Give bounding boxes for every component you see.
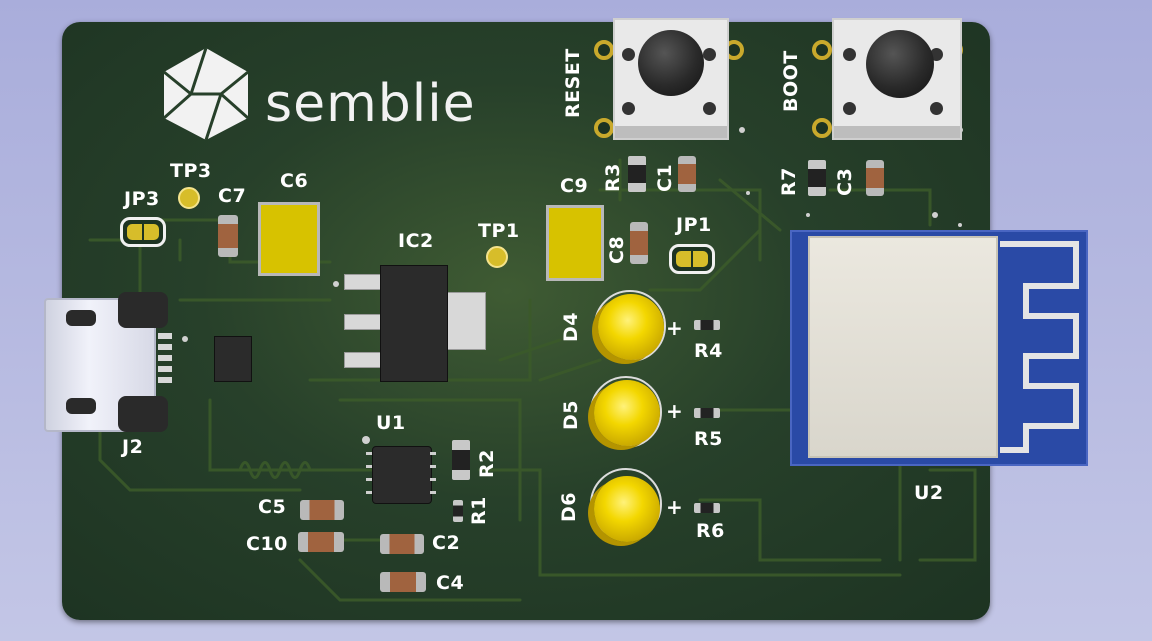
led-d5	[594, 380, 660, 446]
label-d6: D6	[558, 492, 580, 522]
resistor-r1	[453, 500, 463, 522]
button-pin	[622, 48, 635, 61]
label-r6: R6	[696, 520, 725, 542]
button-pin	[703, 48, 716, 61]
label-jp1: JP1	[676, 214, 712, 236]
usb-pins	[158, 333, 172, 385]
polarity-plus: +	[666, 495, 683, 519]
label-tp1: TP1	[478, 220, 520, 242]
capacitor-c8	[630, 222, 648, 264]
capacitor-c6	[258, 202, 320, 276]
regulator-ic2	[380, 265, 448, 382]
pad	[812, 118, 832, 138]
esd-protection-chip	[214, 336, 252, 382]
button-pin	[622, 102, 635, 115]
label-jp3: JP3	[124, 188, 160, 210]
boot-button-body[interactable]	[832, 18, 962, 140]
led-ring	[594, 290, 666, 362]
pad	[594, 40, 614, 60]
capacitor-c2	[380, 534, 424, 554]
capacitor-c10	[298, 532, 344, 552]
label-r3: R3	[602, 163, 624, 192]
label-ic2: IC2	[398, 230, 434, 252]
label-d4: D4	[560, 312, 582, 342]
resistor-r5	[694, 408, 720, 418]
label-c7: C7	[218, 185, 247, 207]
capacitor-c7	[218, 215, 238, 257]
button-pin	[703, 102, 716, 115]
brand-logo-text: semblie	[265, 74, 476, 134]
u1-pins	[366, 446, 436, 502]
capacitor-c4	[380, 572, 426, 592]
label-j2: J2	[122, 436, 144, 458]
label-d5: D5	[560, 400, 582, 430]
label-u1: U1	[376, 412, 406, 434]
capacitor-c3	[866, 160, 884, 196]
polarity-plus: +	[666, 316, 683, 340]
usb-hole	[66, 310, 96, 326]
label-r4: R4	[694, 340, 723, 362]
module-shield	[808, 236, 998, 458]
usb-mount-tab	[118, 292, 168, 328]
capacitor-c5	[300, 500, 344, 520]
capacitor-c9	[546, 205, 604, 281]
label-c3: C3	[834, 167, 856, 196]
polarity-plus: +	[666, 399, 683, 423]
led-d6	[594, 476, 660, 542]
button-pin	[843, 102, 856, 115]
led-ring	[590, 376, 662, 448]
resistor-r2	[452, 440, 470, 480]
label-c10: C10	[246, 533, 288, 555]
jumper-jp1	[669, 244, 715, 274]
label-u2: U2	[914, 482, 944, 504]
resistor-r7	[808, 160, 826, 196]
label-c5: C5	[258, 496, 287, 518]
label-r5: R5	[694, 428, 723, 450]
label-r1: R1	[468, 496, 490, 525]
label-c6: C6	[280, 170, 309, 192]
label-r2: R2	[476, 449, 498, 478]
boot-button[interactable]	[866, 30, 934, 98]
resistor-r3	[628, 156, 646, 192]
jumper-jp3	[120, 217, 166, 247]
antenna-icon	[1000, 241, 1079, 453]
button-pin	[930, 102, 943, 115]
semblie-logo-icon	[163, 47, 249, 141]
button-pin	[843, 48, 856, 61]
label-c4: C4	[436, 572, 465, 594]
pad	[812, 40, 832, 60]
usb-mount-tab	[118, 396, 168, 432]
reset-button[interactable]	[638, 30, 704, 96]
label-c9: C9	[560, 175, 589, 197]
label-reset: RESET	[562, 48, 584, 118]
label-r7: R7	[778, 167, 800, 196]
label-c1: C1	[654, 163, 676, 192]
label-c2: C2	[432, 532, 461, 554]
testpoint-tp3	[178, 187, 200, 209]
capacitor-c1	[678, 156, 696, 192]
label-tp3: TP3	[170, 160, 212, 182]
usb-hole	[66, 398, 96, 414]
led-d4	[598, 294, 664, 360]
label-c8: C8	[606, 235, 628, 264]
pad	[594, 118, 614, 138]
label-boot: BOOT	[780, 50, 802, 112]
resistor-r6	[694, 503, 720, 513]
testpoint-tp1	[486, 246, 508, 268]
resistor-r4	[694, 320, 720, 330]
